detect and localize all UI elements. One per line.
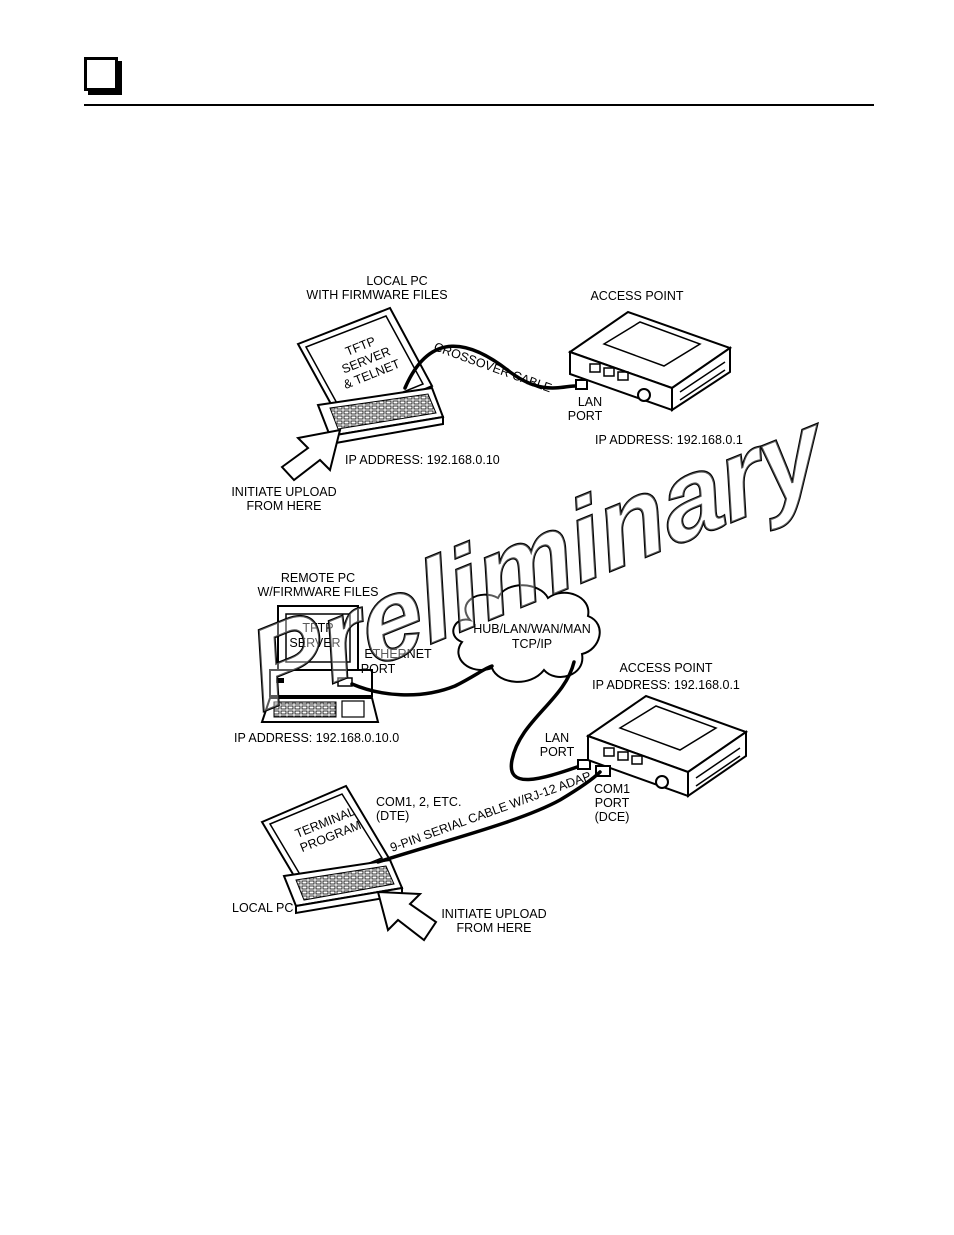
serial-cable bbox=[376, 770, 602, 864]
terminal-laptop-icon-part bbox=[295, 865, 395, 901]
top-initiate-label-2: FROM HERE bbox=[247, 499, 322, 513]
bottom-access-point-device-icon-part bbox=[655, 775, 669, 789]
bottom-initiate-arrow-icon bbox=[376, 890, 438, 942]
access-point-device-icon-part bbox=[671, 346, 731, 412]
bottom-lan-plug-icon bbox=[577, 759, 591, 770]
bottom-initiate-label-1: INITIATE UPLOAD bbox=[441, 907, 546, 921]
access-point-device-icon-part bbox=[679, 369, 726, 401]
remote-screen-label-2: SERVER bbox=[289, 636, 340, 650]
bottom-lan-port-label-2: PORT bbox=[540, 745, 575, 759]
access-point-device-icon-part bbox=[589, 363, 601, 373]
access-point-device-icon-part bbox=[603, 367, 615, 377]
cloud-label-2: TCP/IP bbox=[512, 637, 552, 651]
lan-cable bbox=[509, 660, 582, 782]
top-initiate-label-1: INITIATE UPLOAD bbox=[231, 485, 336, 499]
remote-pc-desktop-icon bbox=[260, 605, 380, 723]
access-point-device-icon-part bbox=[679, 361, 726, 393]
serial-cable-label: 9-PIN SERIAL CABLE W/RJ-12 ADAP. bbox=[388, 768, 595, 855]
bottom-access-point-device-icon-part bbox=[618, 705, 718, 751]
top-pc-ip-address: IP ADDRESS: 192.168.0.10 bbox=[345, 453, 500, 467]
page-marker-icon bbox=[84, 57, 118, 91]
header-rule bbox=[84, 104, 874, 106]
access-point-device-icon-part bbox=[637, 388, 651, 402]
ethernet-port-label-2: PORT bbox=[361, 662, 396, 676]
remote-pc-desktop-icon-part bbox=[269, 669, 373, 697]
bottom-access-point-label: ACCESS POINT bbox=[619, 661, 712, 675]
local-pc-laptop-icon-part bbox=[329, 393, 437, 430]
bottom-access-point-device-icon-part bbox=[695, 755, 741, 787]
crossover-cable-label: CROSSOVER CABLE bbox=[432, 340, 554, 396]
access-point-device-icon-part bbox=[602, 321, 702, 367]
bottom-lan-port-label-1: LAN bbox=[545, 731, 569, 745]
initiate-arrow-icon bbox=[280, 428, 342, 482]
network-cloud-icon bbox=[452, 584, 601, 683]
remote-pc-label-1: REMOTE PC bbox=[281, 571, 355, 585]
bottom-access-point-device-icon-part bbox=[617, 751, 629, 761]
access-point-device-icon-part bbox=[617, 371, 629, 381]
ethernet-cable bbox=[350, 664, 494, 697]
bottom-initiate-label-2: FROM HERE bbox=[457, 921, 532, 935]
bottom-access-point-device-icon bbox=[585, 694, 749, 798]
top-pc-label-1: LOCAL PC bbox=[366, 274, 427, 288]
com1-label-3: (DCE) bbox=[595, 810, 630, 824]
bottom-access-point-device-icon-part bbox=[631, 755, 643, 765]
top-ap-ip-address: IP ADDRESS: 192.168.0.1 bbox=[595, 433, 743, 447]
bottom-access-point-device-icon-part bbox=[695, 747, 741, 779]
lan-plug-icon bbox=[575, 379, 588, 390]
local-pc-laptop-icon bbox=[296, 306, 445, 446]
remote-pc-desktop-icon-part bbox=[285, 613, 351, 663]
access-point-device-icon bbox=[567, 310, 733, 412]
top-access-point-label: ACCESS POINT bbox=[590, 289, 683, 303]
ethernet-port-label-1: ETHERNET bbox=[364, 647, 432, 661]
com1-label-1: COM1 bbox=[594, 782, 630, 796]
top-pc-label-2: WITH FIRMWARE FILES bbox=[306, 288, 447, 302]
com-dte-label-1: COM1, 2, ETC. bbox=[376, 795, 461, 809]
remote-pc-desktop-icon-part bbox=[341, 700, 365, 718]
com-dte-label-2: (DTE) bbox=[376, 809, 409, 823]
com1-label-2: PORT bbox=[595, 796, 630, 810]
top-lan-port-label-2: PORT bbox=[568, 409, 603, 423]
terminal-laptop-icon bbox=[260, 784, 404, 915]
local-pc-laptop-icon-part bbox=[304, 315, 425, 417]
crossover-cable bbox=[403, 344, 582, 390]
bottom-ap-ip-address: IP ADDRESS: 192.168.0.1 bbox=[592, 678, 740, 692]
bottom-local-pc-label: LOCAL PC bbox=[232, 901, 293, 915]
cloud-label-1: HUB/LAN/WAN/MAN bbox=[473, 622, 591, 636]
remote-screen-label-1: TFTP bbox=[302, 621, 333, 635]
top-lan-port-label-1: LAN bbox=[578, 395, 602, 409]
com1-port-plug-icon bbox=[595, 765, 611, 777]
remote-pc-desktop-icon-part bbox=[273, 701, 337, 718]
terminal-laptop-icon-part bbox=[268, 793, 384, 889]
remote-pc-desktop-icon-part bbox=[276, 678, 284, 683]
remote-pc-desktop-icon-part bbox=[337, 677, 353, 687]
remote-pc-label-2: W/FIRMWARE FILES bbox=[257, 585, 378, 599]
bottom-access-point-device-icon-part bbox=[603, 747, 615, 757]
remote-ip-address: IP ADDRESS: 192.168.0.10.0 bbox=[234, 731, 399, 745]
